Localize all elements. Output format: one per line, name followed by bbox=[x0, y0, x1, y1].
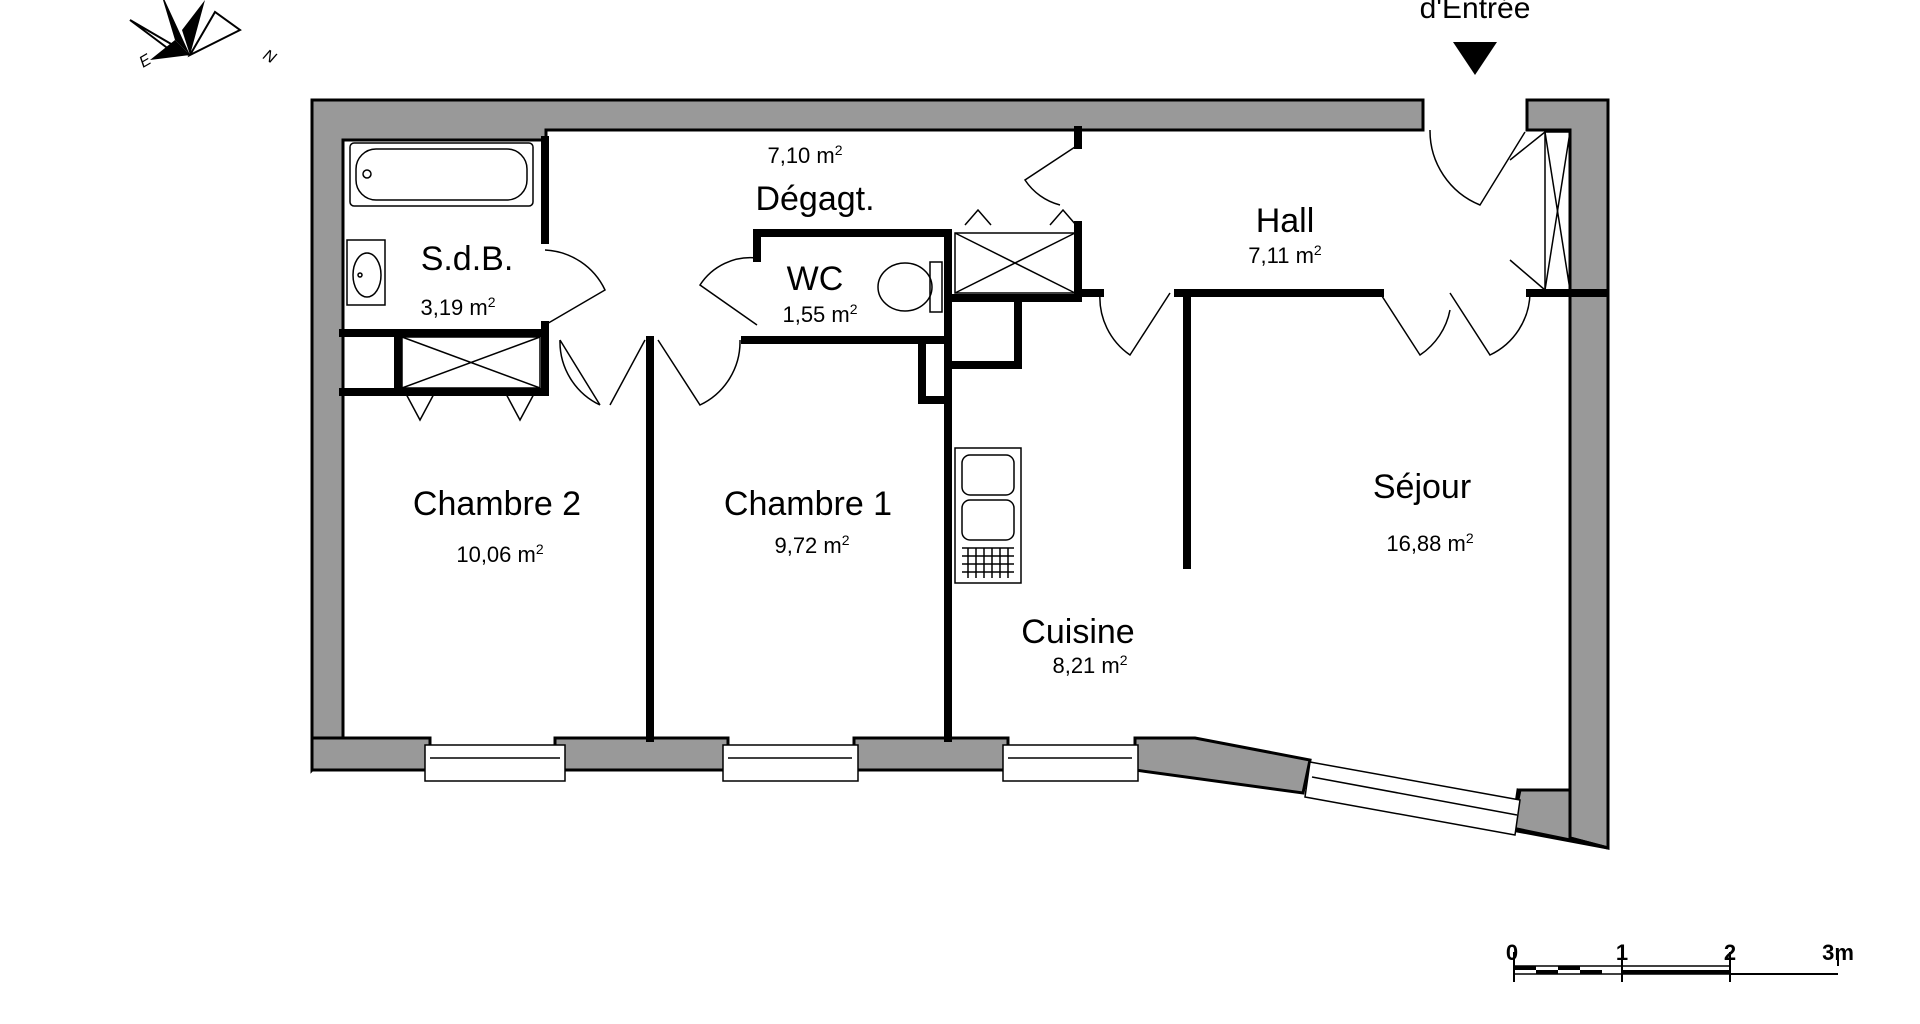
room-area-cuisine: 8,21 m2 bbox=[1052, 652, 1127, 678]
room-area-sdb: 3,19 m2 bbox=[420, 294, 495, 320]
cupboards bbox=[401, 131, 1571, 389]
room-area-chambre1: 9,72 m2 bbox=[774, 532, 849, 558]
room-label-hall: Hall 7,11 m2 bbox=[1248, 202, 1322, 268]
room-name-hall: Hall bbox=[1256, 202, 1315, 240]
room-area-degagt: 7,10 m2 bbox=[767, 142, 842, 168]
room-name-chambre2: Chambre 2 bbox=[413, 485, 581, 523]
room-name-cuisine: Cuisine bbox=[1021, 613, 1134, 651]
compass-label-e: E bbox=[137, 51, 155, 71]
scale-tick-1: 1 bbox=[1616, 940, 1628, 965]
room-name-degagt: Dégagt. bbox=[755, 180, 874, 218]
bathtub bbox=[349, 142, 534, 207]
kitchen-sink bbox=[954, 447, 1022, 584]
room-name-sejour: Séjour bbox=[1373, 468, 1471, 506]
washbasin bbox=[346, 239, 386, 306]
room-name-chambre1: Chambre 1 bbox=[724, 485, 892, 523]
room-area-wc: 1,55 m2 bbox=[782, 301, 857, 327]
entrance-label: d'Entrée bbox=[1420, 0, 1531, 25]
room-label-wc: WC 1,55 m2 bbox=[782, 260, 857, 327]
compass-rose: E N bbox=[129, 0, 279, 71]
room-name-sdb: S.d.B. bbox=[421, 240, 514, 278]
scale-bar: 0 1 2 3m bbox=[1506, 940, 1854, 982]
interior-partitions bbox=[339, 126, 1609, 742]
windows bbox=[424, 744, 1521, 836]
entrance-marker: d'Entrée bbox=[1420, 0, 1531, 75]
room-label-chambre1: Chambre 1 9,72 m2 bbox=[724, 485, 892, 558]
entrance-arrow-icon bbox=[1453, 42, 1497, 75]
room-label-chambre2: Chambre 2 10,06 m2 bbox=[413, 485, 581, 567]
room-label-cuisine: Cuisine 8,21 m2 bbox=[1021, 613, 1134, 678]
doors bbox=[404, 129, 1546, 422]
room-label-sejour: Séjour 16,88 m2 bbox=[1373, 468, 1474, 556]
scale-tick-0: 0 bbox=[1506, 940, 1518, 965]
toilet bbox=[877, 261, 943, 313]
room-area-chambre2: 10,06 m2 bbox=[456, 541, 544, 567]
room-area-sejour: 16,88 m2 bbox=[1386, 530, 1474, 556]
scale-tick-2: 2 bbox=[1724, 940, 1736, 965]
room-area-hall: 7,11 m2 bbox=[1248, 242, 1322, 268]
scale-tick-3m: 3m bbox=[1822, 940, 1854, 965]
room-label-sdb: S.d.B. 3,19 m2 bbox=[420, 240, 513, 320]
room-label-degagt: 7,10 m2 Dégagt. bbox=[755, 142, 874, 218]
room-name-wc: WC bbox=[787, 260, 844, 298]
exterior-walls bbox=[310, 98, 1610, 850]
compass-label-n: N bbox=[260, 47, 279, 68]
